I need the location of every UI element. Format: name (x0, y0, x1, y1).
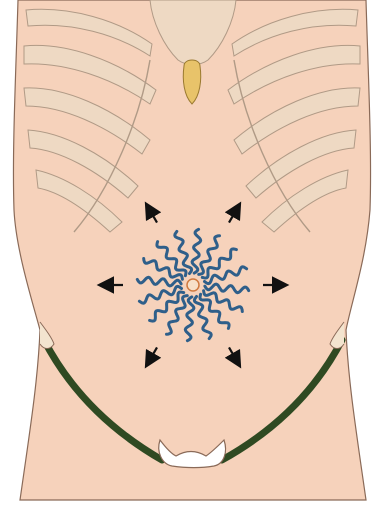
umbilicus-icon (187, 279, 199, 291)
